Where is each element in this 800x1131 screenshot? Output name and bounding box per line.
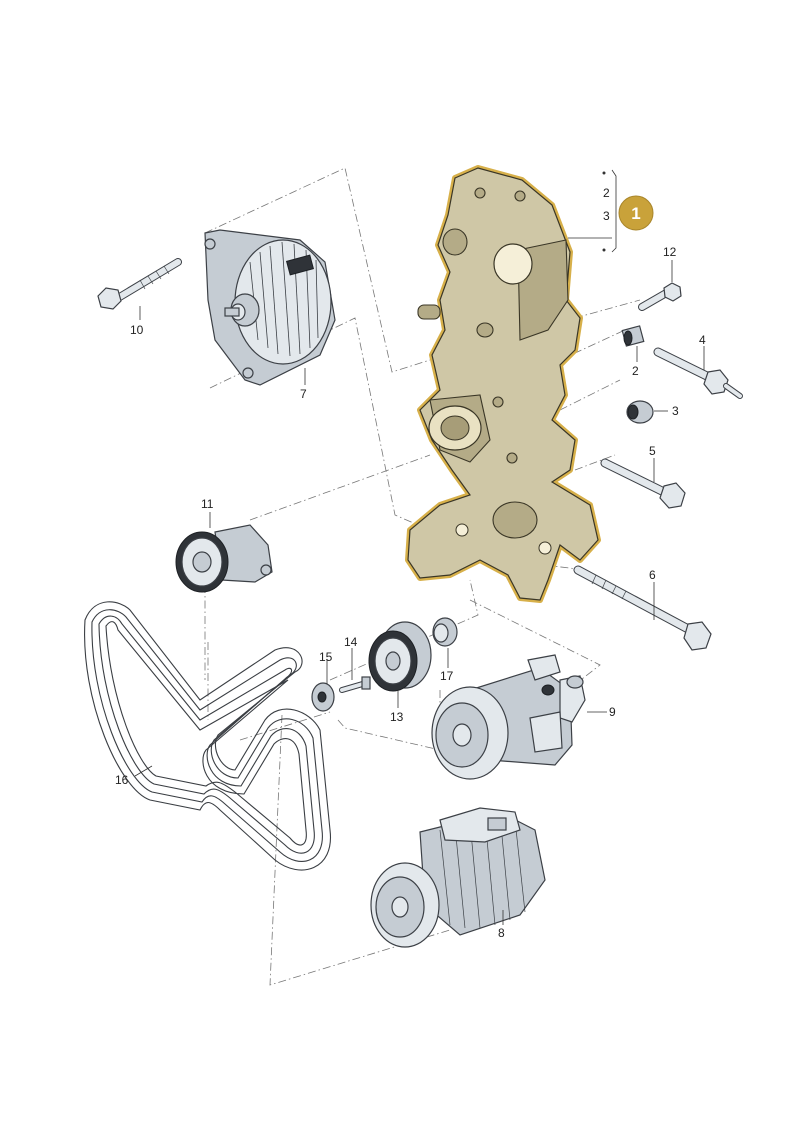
callout-15: 15 xyxy=(319,650,333,664)
leader-lines xyxy=(134,169,705,925)
callout-6: 6 xyxy=(649,568,656,582)
callout-13: 13 xyxy=(390,710,404,724)
callout-4: 4 xyxy=(699,333,706,347)
main-callout-badge: 1 xyxy=(618,195,654,231)
callout-bracket-2: 2 xyxy=(603,186,610,200)
callout-12: 12 xyxy=(663,245,677,259)
bolt-5[interactable] xyxy=(600,458,686,509)
bolt-6[interactable] xyxy=(573,565,712,651)
callout-7: 7 xyxy=(300,387,307,401)
callout-8: 8 xyxy=(498,926,505,940)
bolt-10[interactable] xyxy=(97,258,182,310)
marker-dots xyxy=(602,171,606,252)
alternator[interactable] xyxy=(204,229,336,386)
callout-14: 14 xyxy=(344,635,358,649)
power-steering-pump[interactable] xyxy=(431,654,586,780)
main-bracket[interactable] xyxy=(405,165,601,603)
callout-labels: 2 3 12 2 4 3 5 6 7 8 9 10 11 13 14 15 16… xyxy=(115,186,706,940)
callout-5: 5 xyxy=(649,444,656,458)
bushing-2[interactable] xyxy=(621,325,645,347)
callout-9: 9 xyxy=(609,705,616,719)
callout-11: 11 xyxy=(201,497,214,511)
bolt-12[interactable] xyxy=(638,282,682,311)
washer-15[interactable] xyxy=(311,682,335,712)
callout-bracket-3: 3 xyxy=(603,209,610,223)
callout-16: 16 xyxy=(115,773,129,787)
idler-pulley-13[interactable] xyxy=(368,621,432,692)
callout-3: 3 xyxy=(672,404,679,418)
callout-1: 1 xyxy=(631,204,640,223)
callout-10: 10 xyxy=(130,323,144,337)
cap-17[interactable] xyxy=(432,617,458,647)
bolt-14[interactable] xyxy=(339,676,371,693)
ac-compressor[interactable] xyxy=(370,807,546,948)
callout-17: 17 xyxy=(440,669,454,683)
bolt-4[interactable] xyxy=(653,347,743,399)
poly-v-belt-16[interactable] xyxy=(84,601,331,871)
callout-2: 2 xyxy=(632,364,639,378)
nut-3[interactable] xyxy=(626,400,654,424)
tensioner-11[interactable] xyxy=(175,524,273,593)
